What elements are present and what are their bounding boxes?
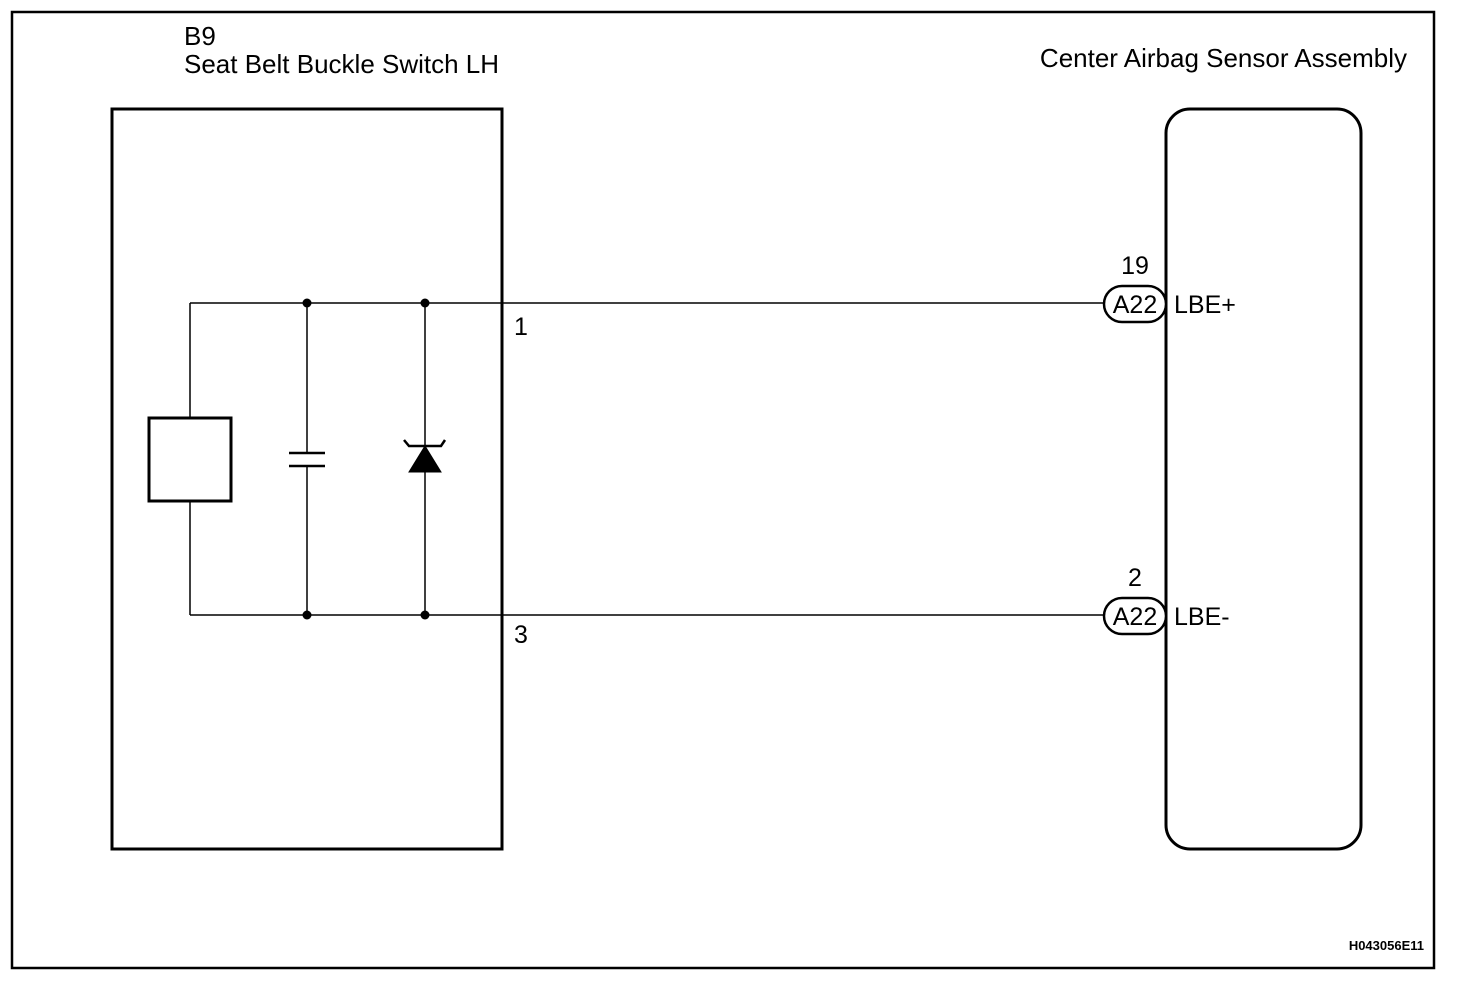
left-component-name: Seat Belt Buckle Switch LH	[184, 49, 499, 79]
junction-dots	[302, 298, 430, 620]
switch-internal-circuit	[189, 302, 502, 616]
pin-number: 3	[514, 621, 528, 649]
junction-dot	[302, 298, 312, 308]
left-component-code: B9	[184, 21, 216, 51]
terminal-lbe-minus: 2 A22 LBE-	[1102, 564, 1230, 636]
right-component-name: Center Airbag Sensor Assembly	[1040, 43, 1407, 73]
capacitor-symbol	[289, 451, 325, 468]
center-airbag-sensor-box	[1164, 107, 1363, 851]
connector-code: A22	[1113, 603, 1157, 631]
hall-sensor-element	[147, 416, 233, 503]
junction-dot	[420, 610, 430, 620]
figure-id: H043056E11	[1349, 938, 1424, 953]
pin-number: 1	[514, 313, 528, 341]
terminal-lbe-plus: 19 A22 LBE+	[1102, 252, 1236, 324]
connector-oval	[1102, 596, 1168, 636]
terminal-signal-name: LBE-	[1174, 603, 1230, 631]
harness-wires	[502, 302, 1104, 616]
seat-belt-buckle-switch-box	[110, 107, 504, 851]
terminal-pin-number: 19	[1121, 252, 1149, 280]
zener-diode-symbol	[403, 439, 447, 473]
terminal-pin-number: 2	[1128, 564, 1142, 592]
diagram-frame	[10, 10, 1436, 970]
terminal-signal-name: LBE+	[1174, 291, 1236, 319]
connector-oval	[1102, 284, 1168, 324]
junction-dot	[302, 610, 312, 620]
connector-code: A22	[1113, 291, 1157, 319]
junction-dot	[420, 298, 430, 308]
